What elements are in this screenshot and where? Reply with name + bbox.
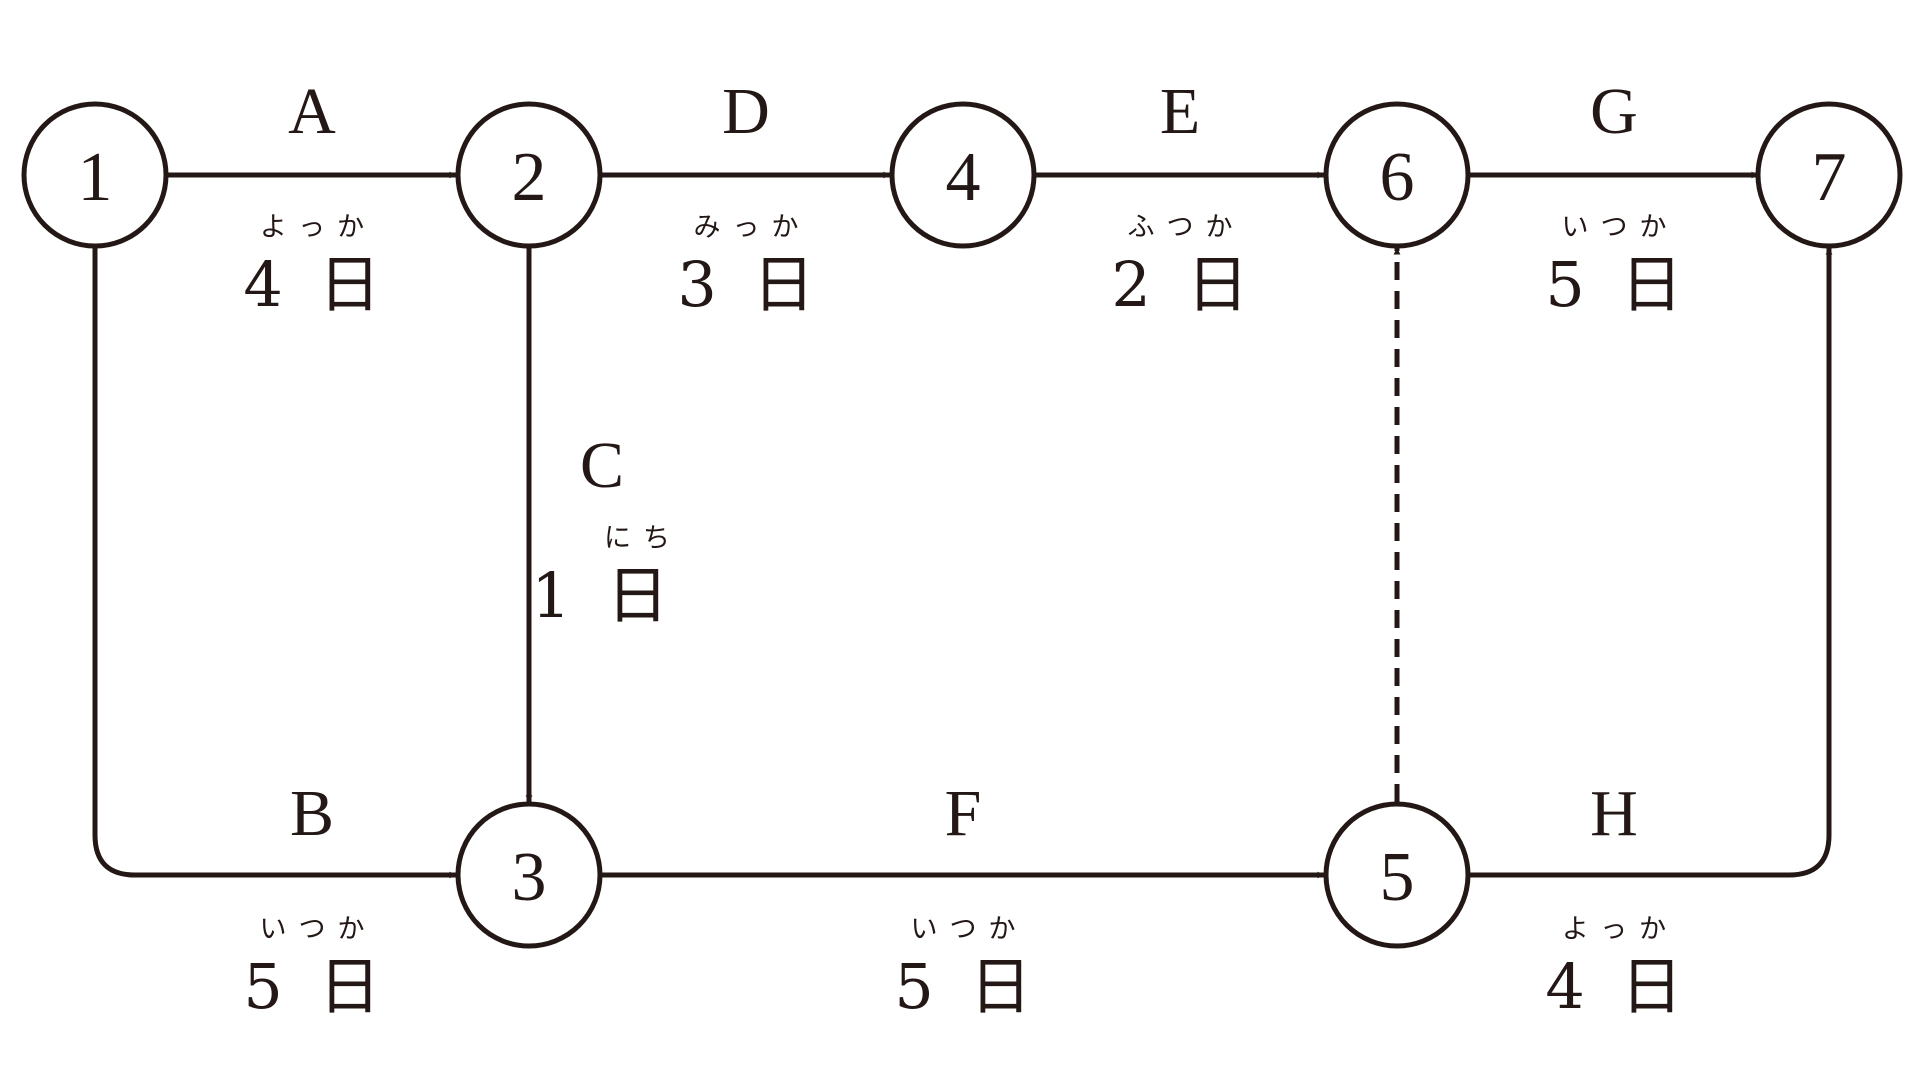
node-label-3: 3: [512, 839, 547, 916]
edge-duration-b: 5 日: [243, 950, 388, 1023]
node-6: 6: [1323, 101, 1471, 249]
node-label-5: 5: [1380, 839, 1415, 916]
node-5: 5: [1323, 801, 1471, 949]
edge-labels: A よっか 4 日 D みっか 3 日 E ふつか 2 日 G いつか 5 日 …: [243, 75, 1690, 1023]
node-label-4: 4: [946, 139, 981, 216]
edge-label-e: E: [1160, 75, 1200, 148]
edge-label-h: H: [1590, 777, 1638, 850]
node-4: 4: [889, 101, 1037, 249]
node-1: 1: [21, 101, 169, 249]
edge-ruby-a: よっか: [260, 212, 376, 243]
node-label-1: 1: [78, 139, 113, 216]
edge-ruby-g: いつか: [1562, 212, 1679, 243]
node-2: 2: [455, 101, 603, 249]
node-3: 3: [455, 801, 603, 949]
edge-label-c: C: [580, 429, 624, 502]
edge-duration-d: 3 日: [677, 248, 822, 321]
edge-ruby-d: みっか: [694, 212, 811, 243]
edge-ruby-e: ふつか: [1128, 212, 1245, 243]
edge-b: [92, 248, 457, 879]
node-label-7: 7: [1812, 139, 1847, 216]
edge-ruby-f: いつか: [911, 914, 1028, 945]
edge-ruby-c: にち: [604, 523, 682, 554]
nodes: 1 2 4 6 7 3 5: [21, 101, 1903, 949]
edge-ruby-h: よっか: [1562, 914, 1678, 945]
edge-ruby-b: いつか: [260, 914, 377, 945]
edge-duration-h: 4 日: [1545, 950, 1690, 1023]
edge-duration-g: 5 日: [1545, 248, 1690, 321]
node-label-2: 2: [512, 139, 547, 216]
node-7: 7: [1755, 101, 1903, 249]
edge-label-a: A: [288, 75, 336, 148]
edges: [92, 171, 1833, 879]
edge-duration-e: 2 日: [1111, 248, 1256, 321]
edge-duration-c: 1 日: [531, 559, 676, 632]
edge-label-f: F: [945, 777, 982, 850]
edge-label-b: B: [290, 777, 334, 850]
edge-duration-a: 4 日: [243, 248, 388, 321]
edge-duration-f: 5 日: [894, 950, 1039, 1023]
edge-label-d: D: [722, 75, 770, 148]
edge-label-g: G: [1590, 75, 1638, 148]
edge-h: [1470, 247, 1833, 878]
node-label-6: 6: [1380, 139, 1415, 216]
